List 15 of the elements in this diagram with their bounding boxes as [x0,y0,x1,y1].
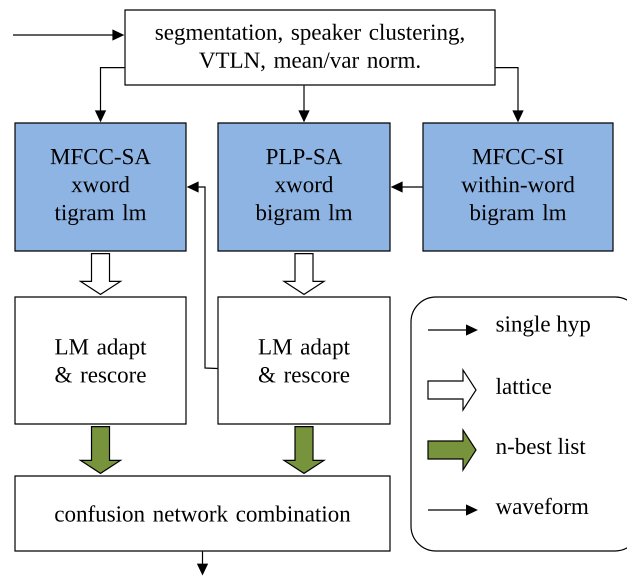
block-arrow [78,426,123,474]
legend-label: n-best list [496,438,586,454]
block-arrow [78,253,123,296]
model-box: MFCC-SI within-word bigram lm [422,122,614,252]
process-box: LM adapt & rescore [217,296,391,425]
legend-label: single hyp [496,316,590,336]
process-box: LM adapt & rescore [14,296,187,425]
legend-label: waveform [496,498,588,514]
block-arrow [282,426,326,474]
process-box: segmentation, speaker clustering, VTLN, mean/var norm. [124,9,496,86]
model-box: PLP-SA xword bigram lm [217,122,391,252]
legend-label: lattice [496,378,551,394]
process-box: confusion network combination [14,475,391,552]
model-box: MFCC-SA xword tigram lm [14,122,187,252]
block-arrow [282,253,326,296]
